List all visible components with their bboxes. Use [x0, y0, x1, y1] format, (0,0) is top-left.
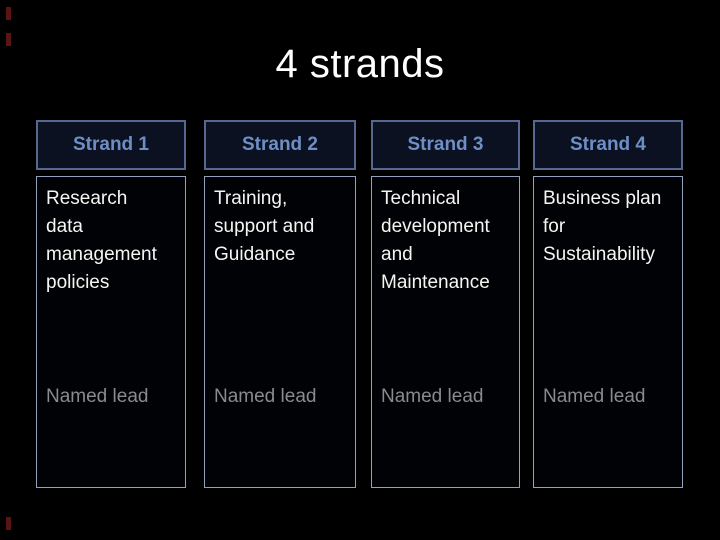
strand-4-header-box: Strand 4	[533, 120, 683, 170]
strand-2-description: Training, support and Guidance	[214, 188, 315, 265]
strand-2-header-box: Strand 2	[204, 120, 356, 170]
slide-edge-mark	[6, 33, 11, 46]
strand-3-description: Technical development and Maintenance	[381, 188, 490, 293]
slide-edge-mark	[6, 7, 11, 20]
strand-3-header-label: Strand 3	[407, 134, 484, 155]
strand-1-description: Research data management policies	[46, 188, 157, 293]
strand-4-description: Business plan for Sustainability	[543, 188, 662, 265]
strand-2-body-box: Training, support and Guidance Named lea…	[204, 176, 356, 488]
strand-column-3: Strand 3 Technical development and Maint…	[371, 120, 520, 488]
strand-4-body-box: Business plan for Sustainability Named l…	[533, 176, 683, 488]
strand-3-named-lead: Named lead	[381, 386, 484, 407]
slide-edge-mark	[6, 517, 11, 530]
strand-column-1: Strand 1 Research data management polici…	[36, 120, 186, 488]
strand-column-2: Strand 2 Training, support and Guidance …	[204, 120, 356, 488]
strand-1-named-lead: Named lead	[46, 386, 149, 407]
slide-title: 4 strands	[275, 42, 445, 86]
strand-1-header-box: Strand 1	[36, 120, 186, 170]
strand-2-named-lead: Named lead	[214, 386, 317, 407]
strand-2-header-label: Strand 2	[241, 134, 319, 155]
strand-4-header-label: Strand 4	[569, 134, 647, 155]
strand-4-named-lead: Named lead	[543, 386, 646, 407]
strand-3-body-box: Technical development and Maintenance Na…	[371, 176, 520, 488]
strand-column-4: Strand 4 Business plan for Sustainabilit…	[533, 120, 683, 488]
strand-3-header-box: Strand 3	[371, 120, 520, 170]
strand-1-header-label: Strand 1	[72, 134, 150, 155]
strand-1-body-box: Research data management policies Named …	[36, 176, 186, 488]
